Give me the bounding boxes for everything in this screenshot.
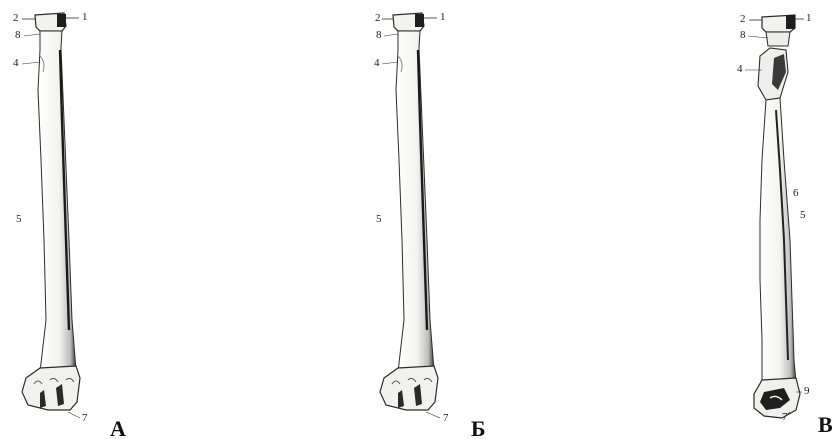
label-v-5: 5 [800, 210, 806, 221]
label-v-6: 6 [793, 188, 799, 199]
label-v-9: 9 [804, 386, 810, 397]
label-b-1: 1 [440, 12, 446, 23]
label-b-2: 2 [375, 13, 381, 24]
label-a-4: 4 [13, 58, 19, 69]
label-v-4: 4 [737, 64, 743, 75]
leader-v-8 [748, 36, 768, 38]
label-b-5: 5 [376, 214, 382, 225]
label-a-2: 2 [13, 13, 19, 24]
bone-b-distal-end [380, 366, 438, 410]
label-a-7: 7 [82, 413, 88, 424]
leader-a-7 [68, 412, 80, 418]
label-b-8: 8 [376, 30, 382, 41]
bone-a-shaft [38, 31, 76, 372]
panel-letter-b: Б [471, 418, 486, 439]
label-b-7: 7 [443, 413, 449, 424]
label-a-8: 8 [15, 30, 21, 41]
leader-a-8 [24, 34, 40, 36]
label-a-5: 5 [16, 214, 22, 225]
leader-b-4 [382, 62, 398, 64]
bone-v-neck [766, 32, 790, 46]
label-v-2: 2 [740, 14, 746, 25]
leader-b-8 [384, 34, 398, 36]
bone-a-head-shadow [57, 14, 66, 27]
panel-letter-v: В [818, 414, 833, 436]
bone-b-head-shadow [415, 14, 424, 27]
label-v-8: 8 [740, 30, 746, 41]
bone-v-head-shadow [786, 15, 795, 29]
label-v-7: 7 [782, 412, 788, 423]
leader-a-4 [22, 62, 40, 64]
bone-b-shaft [396, 31, 434, 372]
leader-b-7 [426, 412, 440, 418]
panel-letter-a: А [110, 418, 126, 439]
label-v-1: 1 [806, 13, 812, 24]
bone-a [22, 13, 80, 418]
label-b-4: 4 [374, 58, 380, 69]
label-a-1: 1 [82, 12, 88, 23]
bone-v [745, 15, 804, 418]
bone-b [380, 13, 440, 418]
bone-a-distal-end [22, 366, 80, 410]
